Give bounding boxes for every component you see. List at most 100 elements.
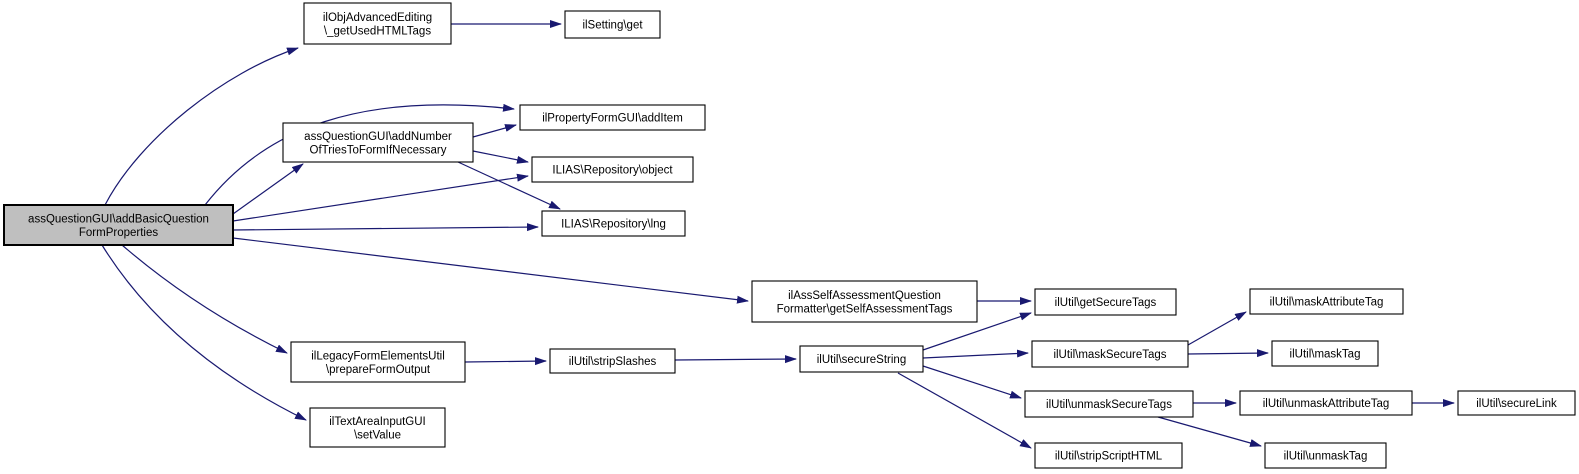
node-label-line: ilUtil\maskAttributeTag bbox=[1270, 297, 1384, 309]
node-box bbox=[1264, 442, 1387, 469]
edge-main-to-addNumberOfTries bbox=[232, 163, 304, 215]
node-secureLink[interactable]: ilUtil\secureLink bbox=[1457, 390, 1576, 416]
node-label-line: ilUtil\maskTag bbox=[1290, 349, 1361, 361]
node-secureString[interactable]: ilUtil\secureString bbox=[799, 345, 924, 373]
node-label-line: ILIAS\Repository\lng bbox=[561, 219, 666, 231]
node-maskAttributeTag[interactable]: ilUtil\maskAttributeTag bbox=[1249, 288, 1404, 315]
node-unmaskSecureTags[interactable]: ilUtil\unmaskSecureTags bbox=[1024, 390, 1194, 418]
edge-unmaskSecureTags-to-unmaskTag bbox=[1157, 416, 1262, 447]
node-box bbox=[1034, 288, 1177, 316]
node-label-line: ilUtil\unmaskTag bbox=[1284, 451, 1368, 463]
node-label: ilTextAreaInputGUI\setValue bbox=[329, 416, 426, 442]
node-addItem[interactable]: ilPropertyFormGUI\addItem bbox=[519, 104, 706, 131]
edge-secureString-to-stripScriptHTML bbox=[897, 372, 1032, 449]
node-label: ILIAS\Repository\object bbox=[552, 165, 673, 177]
node-stripSlashes[interactable]: ilUtil\stripSlashes bbox=[549, 348, 676, 374]
node-label-line: assQuestionGUI\addNumber bbox=[304, 131, 452, 143]
edges-layer bbox=[101, 20, 1455, 449]
node-label-line: ilUtil\getSecureTags bbox=[1055, 297, 1157, 309]
edge-main-to-setValue bbox=[101, 244, 307, 421]
node-label-line: ilObjAdvancedEditing bbox=[323, 12, 432, 24]
node-getSecureTags[interactable]: ilUtil\getSecureTags bbox=[1034, 288, 1177, 316]
node-box bbox=[309, 407, 446, 448]
node-label-line: ilSetting\get bbox=[582, 20, 643, 32]
edge-main-to-addItem bbox=[204, 103, 515, 206]
node-box bbox=[549, 348, 676, 374]
node-unmaskAttributeTag[interactable]: ilUtil\unmaskAttributeTag bbox=[1239, 390, 1413, 416]
edge-main-to-repoLng bbox=[232, 223, 539, 232]
edge-secureString-to-maskSecureTags bbox=[922, 349, 1029, 359]
node-label-line: \prepareFormOutput bbox=[326, 364, 431, 376]
node-label-line: FormProperties bbox=[79, 227, 158, 239]
node-repoObject[interactable]: ILIAS\Repository\object bbox=[531, 156, 694, 183]
node-label-line: ilUtil\stripSlashes bbox=[569, 356, 657, 368]
node-label-line: Formatter\getSelfAssessmentTags bbox=[777, 304, 953, 316]
node-label-line: ilUtil\unmaskSecureTags bbox=[1046, 399, 1172, 411]
node-label-line: ilAssSelfAssessmentQuestion bbox=[788, 290, 941, 302]
node-box bbox=[1271, 340, 1379, 367]
edge-addNumberOfTries-to-repoObject bbox=[472, 150, 529, 164]
node-box bbox=[1239, 390, 1413, 416]
node-label-line: ilTextAreaInputGUI bbox=[329, 416, 426, 428]
edge-main-to-getSelfAssessmentTags bbox=[232, 237, 749, 304]
node-box bbox=[751, 280, 978, 323]
node-maskSecureTags[interactable]: ilUtil\maskSecureTags bbox=[1031, 340, 1189, 368]
edge-stripSlashes-to-secureString bbox=[674, 355, 797, 364]
node-setValue[interactable]: ilTextAreaInputGUI\setValue bbox=[309, 407, 446, 448]
node-label-line: assQuestionGUI\addBasicQuestion bbox=[28, 214, 209, 226]
node-unmaskTag[interactable]: ilUtil\unmaskTag bbox=[1264, 442, 1387, 469]
node-box bbox=[564, 10, 661, 39]
edge-main-to-repoObject bbox=[232, 173, 529, 222]
node-label: ilLegacyFormElementsUtil\prepareFormOutp… bbox=[311, 351, 445, 377]
node-box bbox=[1457, 390, 1576, 416]
node-label: ilUtil\getSecureTags bbox=[1055, 297, 1157, 309]
node-label-line: ilUtil\maskSecureTags bbox=[1053, 349, 1166, 361]
node-label: ilUtil\maskTag bbox=[1290, 349, 1361, 361]
node-getUsedHTMLTags[interactable]: ilObjAdvancedEditing \_getUsedHTMLTags bbox=[303, 2, 452, 45]
node-repoLng[interactable]: ILIAS\Repository\lng bbox=[541, 210, 686, 237]
node-label-line: OfTriesToFormIfNecessary bbox=[310, 145, 447, 157]
node-box bbox=[541, 210, 686, 237]
node-label: ilSetting\get bbox=[582, 20, 643, 32]
node-label: ilPropertyFormGUI\addItem bbox=[542, 113, 683, 125]
node-label: ilUtil\secureString bbox=[817, 354, 906, 366]
node-label: ILIAS\Repository\lng bbox=[561, 219, 666, 231]
edge-prepareFormOutput-to-stripSlashes bbox=[464, 357, 547, 366]
node-label-line: ilPropertyFormGUI\addItem bbox=[542, 113, 683, 125]
edge-addNumberOfTries-to-repoLng bbox=[457, 161, 561, 210]
edge-maskSecureTags-to-maskAttributeTag bbox=[1187, 311, 1247, 346]
node-box bbox=[1249, 288, 1404, 315]
node-box bbox=[290, 341, 466, 383]
edge-addNumberOfTries-to-addItem bbox=[472, 124, 517, 138]
node-label: ilUtil\maskAttributeTag bbox=[1270, 297, 1384, 309]
edge-secureString-to-unmaskSecureTags bbox=[922, 365, 1022, 399]
edge-main-to-prepareFormOutput bbox=[121, 244, 288, 354]
node-box bbox=[519, 104, 706, 131]
node-prepareFormOutput[interactable]: ilLegacyFormElementsUtil\prepareFormOutp… bbox=[290, 341, 466, 383]
node-settingGet[interactable]: ilSetting\get bbox=[564, 10, 661, 39]
node-box bbox=[303, 2, 452, 45]
node-box bbox=[531, 156, 694, 183]
node-label: ilUtil\stripSlashes bbox=[569, 356, 657, 368]
node-box bbox=[1024, 390, 1194, 418]
node-stripScriptHTML[interactable]: ilUtil\stripScriptHTML bbox=[1034, 442, 1183, 469]
node-label-line: \_getUsedHTMLTags bbox=[324, 26, 431, 38]
node-label-line: ILIAS\Repository\object bbox=[552, 165, 673, 177]
node-label: ilUtil\secureLink bbox=[1476, 398, 1557, 410]
node-box bbox=[282, 122, 474, 163]
node-box bbox=[3, 204, 234, 246]
node-maskTag[interactable]: ilUtil\maskTag bbox=[1271, 340, 1379, 367]
node-label: ilUtil\stripScriptHTML bbox=[1055, 451, 1163, 463]
edge-secureString-to-getSecureTags bbox=[922, 312, 1032, 351]
edge-main-to-getUsedHTMLTags bbox=[104, 47, 299, 206]
node-label: ilUtil\unmaskAttributeTag bbox=[1263, 398, 1390, 410]
node-box bbox=[1031, 340, 1189, 368]
